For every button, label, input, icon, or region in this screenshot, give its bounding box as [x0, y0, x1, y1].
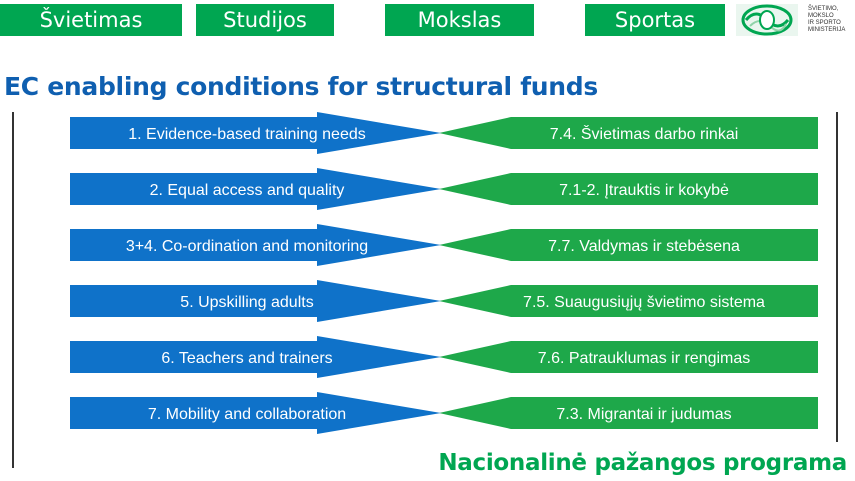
ministry-logo[interactable]	[736, 4, 798, 36]
left-arrow-shape	[70, 280, 441, 322]
right-arrow-shape	[439, 341, 818, 373]
right-arrow-label: 7.5. Suaugusiųjų švietimo sistema	[523, 294, 765, 311]
arrow-row: 2. Equal access and quality 7.1-2. Įtrauk…	[70, 168, 818, 210]
ministry-logo-text: ŠVIETIMO, MOKSLO IR SPORTO MINISTERIJA	[808, 6, 853, 34]
left-arrow-shape	[70, 168, 441, 210]
right-arrow-shape	[439, 397, 818, 429]
right-divider-line	[836, 112, 838, 442]
left-arrow-shape	[70, 224, 441, 266]
right-arrow-label: 7.7. Valdymas ir stebėsena	[548, 238, 740, 255]
right-arrow-label: 7.6. Patrauklumas ir rengimas	[538, 350, 751, 367]
top-navigation: Švietimas Studijos Mokslas Sportas ŠVIET…	[0, 0, 855, 40]
arrow-row: 5. Upskilling adults 7.5. Suaugusiųjų švi…	[70, 280, 818, 322]
right-arrow-shape	[439, 229, 818, 261]
arrow-row: 7. Mobility and collaboration 7.3. Migran…	[70, 392, 818, 434]
page-title: EC enabling conditions for structural fu…	[4, 72, 598, 101]
left-arrow-shape	[70, 336, 441, 378]
left-arrow-shape	[70, 112, 441, 154]
left-arrow-label: 5. Upskilling adults	[180, 294, 313, 311]
tab-svietimas[interactable]: Švietimas	[0, 4, 182, 36]
ministry-emblem-icon	[741, 4, 793, 36]
tab-sportas[interactable]: Sportas	[585, 4, 725, 36]
logo-line: ŠVIETIMO,	[808, 6, 839, 12]
arrow-row: 6. Teachers and trainers 7.6. Patraukluma…	[70, 336, 818, 378]
arrow-row: 3+4. Co-ordination and monitoring 7.7. Va…	[70, 224, 818, 266]
left-arrow-label: 3+4. Co-ordination and monitoring	[126, 238, 368, 255]
left-arrow-label: 1. Evidence-based training needs	[128, 126, 366, 143]
right-arrow-shape	[439, 173, 818, 205]
left-divider-line	[12, 112, 14, 468]
left-arrow-label: 7. Mobility and collaboration	[148, 406, 346, 423]
right-arrow-label: 7.1-2. Įtrauktis ir kokybė	[559, 182, 729, 199]
tab-studijos[interactable]: Studijos	[196, 4, 334, 36]
logo-line: IR SPORTO	[808, 20, 841, 26]
right-arrow-label: 7.3. Migrantai ir judumas	[556, 406, 731, 423]
logo-line: MINISTERIJA	[808, 27, 846, 33]
right-arrow-shape	[439, 285, 818, 317]
arrow-row: 1. Evidence-based training needs 7.4. Švi…	[70, 112, 818, 154]
right-arrow-shape	[439, 117, 818, 149]
right-arrow-label: 7.4. Švietimas darbo rinkai	[550, 124, 739, 143]
left-arrow-label: 2. Equal access and quality	[150, 182, 345, 199]
left-arrow-shape	[70, 392, 441, 434]
left-arrow-label: 6. Teachers and trainers	[161, 350, 332, 367]
tab-mokslas[interactable]: Mokslas	[385, 4, 534, 36]
footer-title: Nacionalinė pažangos programa	[438, 450, 847, 476]
logo-line: MOKSLO	[808, 13, 834, 19]
